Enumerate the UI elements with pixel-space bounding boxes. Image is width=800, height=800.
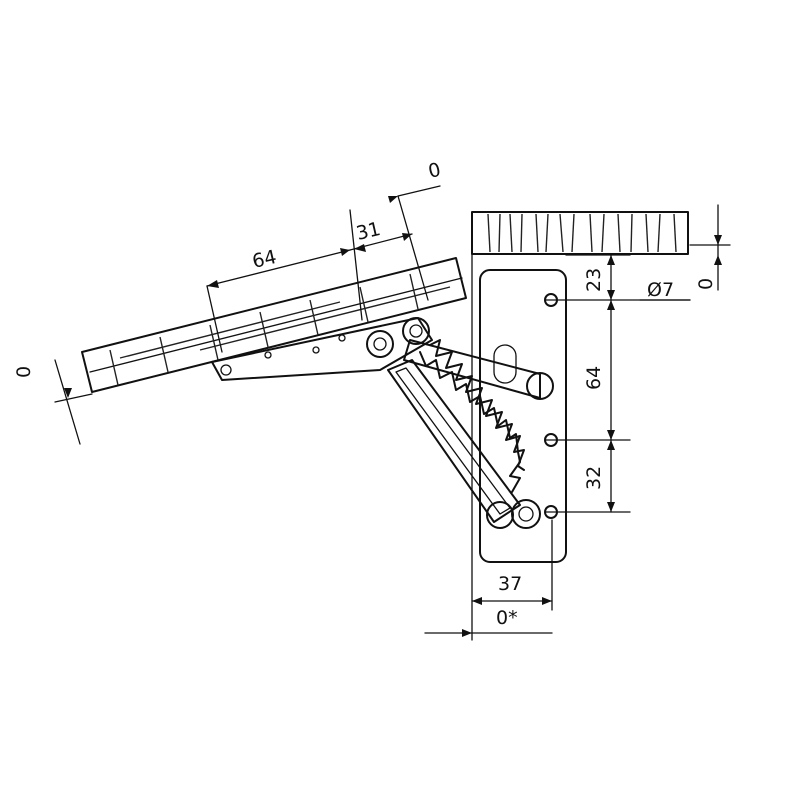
dim-hole-diameter: Ø7 xyxy=(647,279,674,301)
dim-lid-offset-top: 0 xyxy=(426,159,443,183)
pivot-bottom xyxy=(486,499,541,529)
dim-plate-offset-bottom: 0* xyxy=(496,607,518,629)
dim-plate-width: 37 xyxy=(498,573,522,595)
screw-hole-top xyxy=(544,293,558,307)
dim-plate-hole-spacing-a: 64 xyxy=(583,366,605,390)
dim-plate-hole-spacing-b: 32 xyxy=(583,466,605,490)
screw-hole-middle xyxy=(544,433,558,447)
dimension-lines xyxy=(54,185,731,637)
screw-hole-bottom xyxy=(544,505,558,519)
gas-spring xyxy=(419,339,525,493)
dim-plate-first-hole: 23 xyxy=(583,268,605,292)
dim-lid-offset-left: 0 xyxy=(13,366,35,378)
pivot-lid xyxy=(366,330,394,358)
lid-board xyxy=(81,257,467,393)
upper-arm xyxy=(402,317,554,400)
cabinet-side-panel xyxy=(471,211,689,255)
dim-top-edge-offset: 0 xyxy=(695,278,717,290)
dim-lid-hole-spacing: 64 xyxy=(250,246,279,273)
mounting-plate xyxy=(471,211,567,641)
dim-lid-thickness-top: 31 xyxy=(354,218,383,245)
